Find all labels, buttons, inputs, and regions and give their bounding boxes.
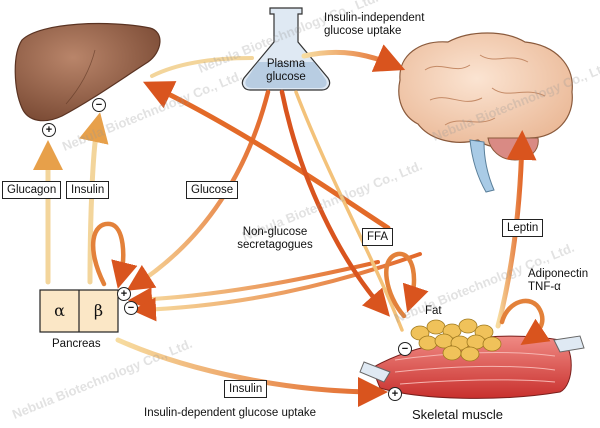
fat-illustration bbox=[410, 318, 502, 362]
minus-sign: − bbox=[124, 301, 138, 315]
plus-sign: + bbox=[117, 287, 131, 301]
plus-sign: + bbox=[42, 123, 56, 137]
glucagon-label: Glucagon bbox=[2, 181, 62, 199]
glucose-to-pancreas-arrow bbox=[126, 89, 271, 291]
beta-cell: β bbox=[93, 301, 104, 320]
skeletal-muscle-label: Skeletal muscle bbox=[412, 407, 504, 422]
muscle-illustration bbox=[359, 335, 585, 399]
insulin-label-left: Insulin bbox=[66, 181, 110, 199]
flask-to-brain-arrow bbox=[301, 44, 406, 72]
fat-label: Fat bbox=[425, 305, 442, 317]
minus-sign: − bbox=[92, 98, 106, 112]
minus-sign: − bbox=[398, 342, 412, 356]
pancreas-box bbox=[39, 289, 119, 333]
adiponectin-arrow bbox=[499, 298, 551, 345]
glucose-to-muscle-arrow bbox=[279, 89, 390, 317]
beta-self-loop-arrow bbox=[90, 221, 138, 289]
leptin-arrow bbox=[495, 130, 537, 329]
insulin-independent-label: Insulin-independent glucose uptake bbox=[324, 12, 425, 37]
pancreas-label: Pancreas bbox=[52, 338, 101, 350]
adiponectin-label: Adiponectin TNF-α bbox=[528, 268, 589, 293]
non-glucose-label: Non-glucose secretagogues bbox=[237, 226, 313, 251]
insulin-label-bottom: Insulin bbox=[224, 380, 268, 398]
insulin-to-muscle-arrow bbox=[115, 337, 388, 407]
alpha-cell: α bbox=[54, 301, 65, 320]
glucose-label: Glucose bbox=[186, 181, 239, 199]
liver-illustration bbox=[14, 22, 161, 122]
flask-to-liver-line bbox=[150, 56, 254, 78]
plasma-glucose-label: Plasma glucose bbox=[266, 58, 306, 83]
ffa-to-liver-arrow bbox=[142, 81, 391, 231]
ffa-label: FFA bbox=[362, 228, 394, 246]
leptin-label: Leptin bbox=[502, 219, 544, 237]
secretagogue-arrow bbox=[128, 260, 380, 312]
plus-sign: + bbox=[388, 387, 402, 401]
glucose-to-fat-line bbox=[294, 90, 404, 332]
insulin-dependent-label: Insulin-dependent glucose uptake bbox=[144, 407, 316, 419]
flask-illustration bbox=[241, 7, 331, 91]
ffa-loop-arrow bbox=[384, 251, 429, 319]
